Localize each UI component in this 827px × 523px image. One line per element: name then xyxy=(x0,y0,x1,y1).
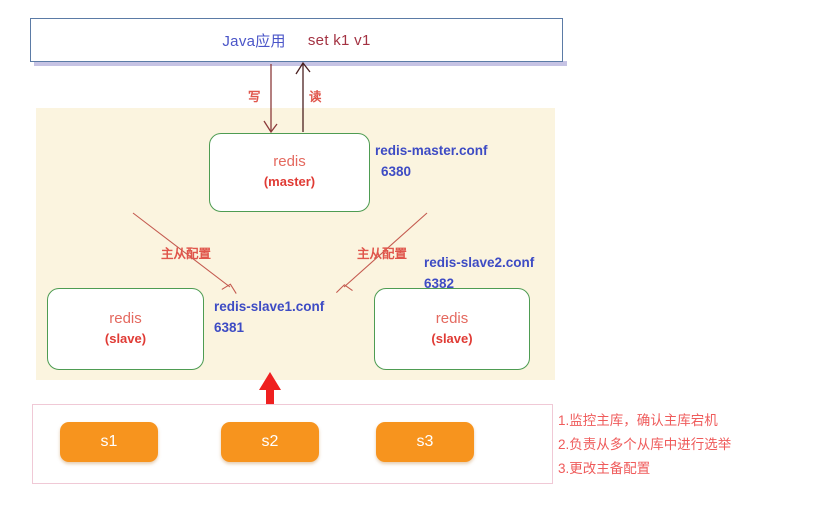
slave2-node-name: redis xyxy=(435,309,469,327)
java-app-command: set k1 v1 xyxy=(307,31,371,49)
master-node-role: (master) xyxy=(263,174,316,190)
duty-item: 1.监控主库，确认主库宕机 xyxy=(558,413,718,428)
write-flow-label: 写 xyxy=(248,90,261,104)
master-node-name: redis xyxy=(273,153,306,171)
java-app-label: Java应用 xyxy=(222,32,286,50)
slave1-port: 6381 xyxy=(214,319,245,335)
slave2-port: 6382 xyxy=(424,275,455,291)
slave1-conf-label: redis-slave1.conf 6381 xyxy=(214,297,324,339)
sentinel-node-s3: s3 xyxy=(376,422,474,462)
slave1-conf-file: redis-slave1.conf xyxy=(214,299,325,314)
read-flow-label: 读 xyxy=(309,90,322,104)
redis-slave2-node: redis (slave) xyxy=(374,288,530,370)
redis-slave1-node: redis (slave) xyxy=(47,288,204,370)
slave2-conf-label: redis-slave2.conf 6382 xyxy=(424,253,534,295)
slave1-node-role: (slave) xyxy=(104,330,147,346)
java-application-box: Java应用 set k1 v1 xyxy=(30,18,563,62)
slave1-node-name: redis xyxy=(109,309,142,327)
master-port: 6380 xyxy=(381,163,412,179)
replication-label-left: 主从配置 xyxy=(161,247,212,261)
slave2-node-role: (slave) xyxy=(431,330,473,346)
master-conf-label: redis-master.conf 6380 xyxy=(375,141,488,183)
sentinel-duties-list: 1.监控主库，确认主库宕机 2.负责从多个从库中进行选举 3.更改主备配置 xyxy=(558,409,820,481)
master-conf-file: redis-master.conf xyxy=(375,143,488,158)
duty-item: 3.更改主备配置 xyxy=(558,461,651,477)
redis-master-node: redis (master) xyxy=(209,133,370,212)
duty-item: 2.负责从多个从库中进行选举 xyxy=(558,437,732,453)
replication-label-right: 主从配置 xyxy=(357,247,408,261)
slave2-conf-file: redis-slave2.conf xyxy=(424,255,535,270)
sentinel-node-s2: s2 xyxy=(221,422,319,462)
sentinel-node-s1: s1 xyxy=(60,422,158,462)
